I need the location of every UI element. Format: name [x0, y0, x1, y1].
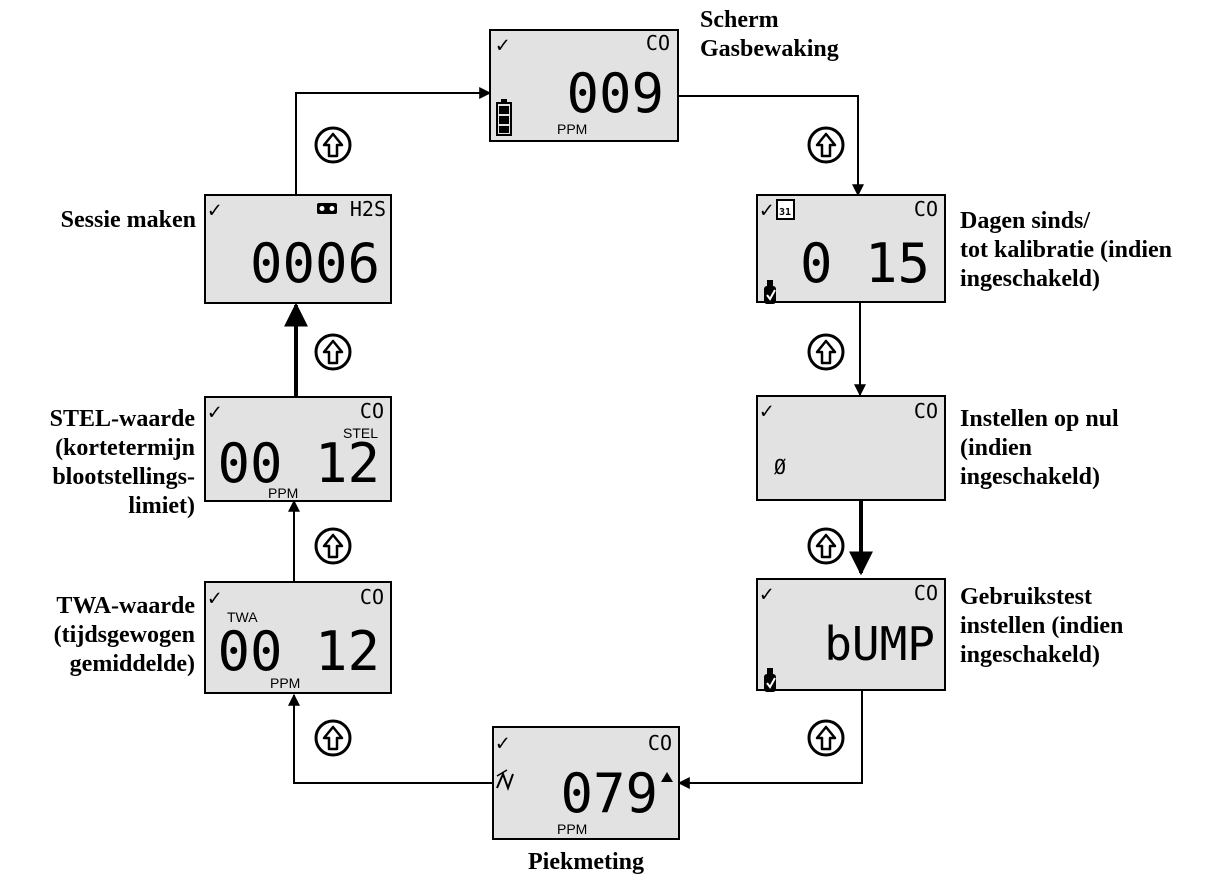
reading-value: 0006	[250, 232, 380, 295]
screen-stel: ✓ CO STEL 00 12 PPM	[204, 396, 392, 502]
label-zero: Instellen op nul (indien ingeschakeld)	[960, 406, 1119, 490]
gas-label: CO	[360, 399, 384, 423]
zero-symbol: Ø	[774, 455, 786, 479]
gas-label: CO	[648, 731, 672, 755]
up-arrow-button-icon	[314, 527, 352, 565]
screen-days-calibration: ✓ 31 CO 0 15	[756, 194, 946, 305]
reading-value: 009	[566, 62, 664, 125]
check-icon: ✓	[496, 731, 509, 756]
up-arrow-button-icon	[807, 719, 845, 757]
reading-value: 00 12	[217, 620, 380, 683]
screen-session: ✓ H2S 0006	[204, 194, 392, 304]
screen-peak: ✓ CO 079 PPM	[492, 726, 680, 840]
check-icon: ✓	[208, 400, 221, 425]
up-arrow-button-icon	[314, 719, 352, 757]
label-session: Sessie maken	[60, 207, 196, 233]
unit-label: PPM	[268, 485, 298, 501]
label-twa: TWA-waarde (tijdsgewogen gemiddelde)	[53, 593, 195, 677]
arrow-bump-to-peak	[677, 690, 863, 789]
check-icon: ✓	[760, 399, 773, 424]
unit-label: PPM	[557, 121, 587, 137]
stel-tag: STEL	[343, 425, 378, 441]
label-bump: Gebruikstest instellen (indien ingeschak…	[960, 584, 1124, 668]
gas-label: H2S	[350, 197, 386, 221]
check-icon: ✓	[208, 198, 221, 223]
reading-value: 0 15	[800, 232, 930, 295]
up-arrow-button-icon	[314, 126, 352, 164]
twa-tag: TWA	[227, 609, 258, 625]
gas-label: CO	[646, 31, 670, 55]
check-icon: ✓	[496, 33, 509, 58]
label-stel: STEL-waarde (kortetermijn blootstellings…	[49, 406, 195, 519]
arrow-top-to-days	[678, 95, 864, 197]
peak-icon	[496, 769, 514, 791]
connectors	[284, 87, 873, 789]
check-icon: ✓	[760, 198, 773, 223]
label-days-calibration: Dagen sinds/ tot kalibratie (indien inge…	[960, 208, 1173, 292]
screen-gas-monitoring: ✓ CO 009 PPM	[489, 29, 679, 142]
up-arrow-button-icon	[314, 333, 352, 371]
up-arrow-button-icon	[807, 126, 845, 164]
up-arrow-button-icon	[807, 527, 845, 565]
up-arrow-button-icon	[807, 333, 845, 371]
label-peak: Piekmeting	[528, 849, 644, 875]
gas-label: CO	[914, 581, 938, 605]
reading-value: 079	[560, 762, 658, 825]
reading-value: bUMP	[824, 617, 935, 671]
check-icon: ✓	[208, 586, 221, 611]
reading-value: 00 12	[217, 432, 380, 495]
tape-icon	[317, 203, 337, 214]
screen-zero: ✓ CO Ø	[756, 395, 946, 501]
arrow-session-to-top	[295, 87, 492, 195]
unit-label: PPM	[270, 675, 300, 691]
screen-bump: ✓ CO bUMP	[756, 578, 946, 693]
battery-icon	[496, 99, 512, 136]
check-icon: ✓	[760, 582, 773, 607]
calendar-icon: 31	[776, 199, 795, 220]
arrow-peak-to-twa	[288, 693, 493, 784]
peak-up-indicator-icon	[661, 772, 673, 782]
unit-label: PPM	[557, 821, 587, 837]
gas-label: CO	[914, 399, 938, 423]
screen-twa: ✓ CO TWA 00 12 PPM	[204, 581, 392, 694]
gas-label: CO	[360, 585, 384, 609]
gas-label: CO	[914, 197, 938, 221]
svg-text:31: 31	[779, 207, 791, 218]
label-gas-monitoring: Scherm Gasbewaking	[700, 7, 839, 62]
